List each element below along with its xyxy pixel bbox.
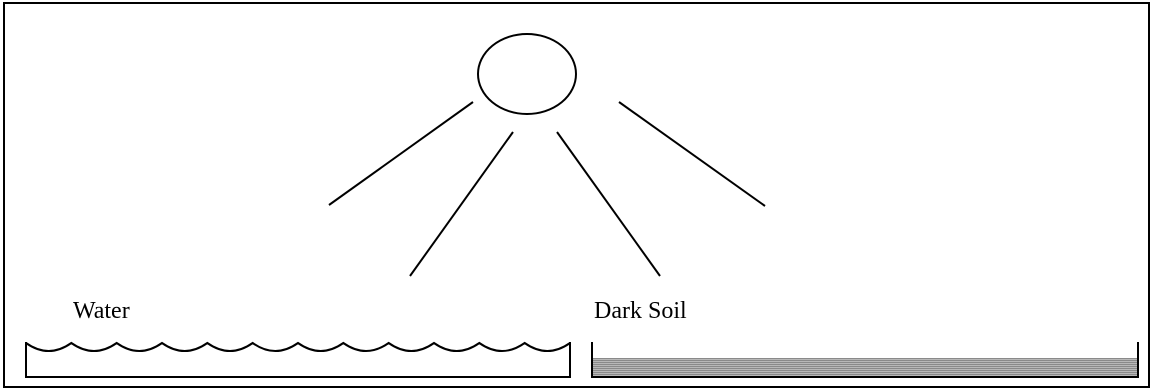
diagram-frame: [3, 2, 1150, 388]
dark-soil-fill: [592, 358, 1138, 376]
sun-ray-left: [409, 131, 514, 277]
sun-disc: [477, 33, 577, 115]
water-wave-line: [25, 341, 571, 352]
sun-ray-far-left: [328, 101, 474, 206]
dark-soil-label: Dark Soil: [594, 298, 687, 324]
sun-ray-right: [556, 131, 661, 277]
dark-soil-container: [591, 342, 1139, 378]
water-waves-icon: [25, 341, 571, 378]
sun-ray-far-right: [618, 101, 766, 207]
sun-icon: [328, 33, 766, 277]
dark-soil-icon: [591, 342, 1139, 378]
water-label: Water: [73, 298, 130, 324]
water-container: [25, 342, 571, 378]
